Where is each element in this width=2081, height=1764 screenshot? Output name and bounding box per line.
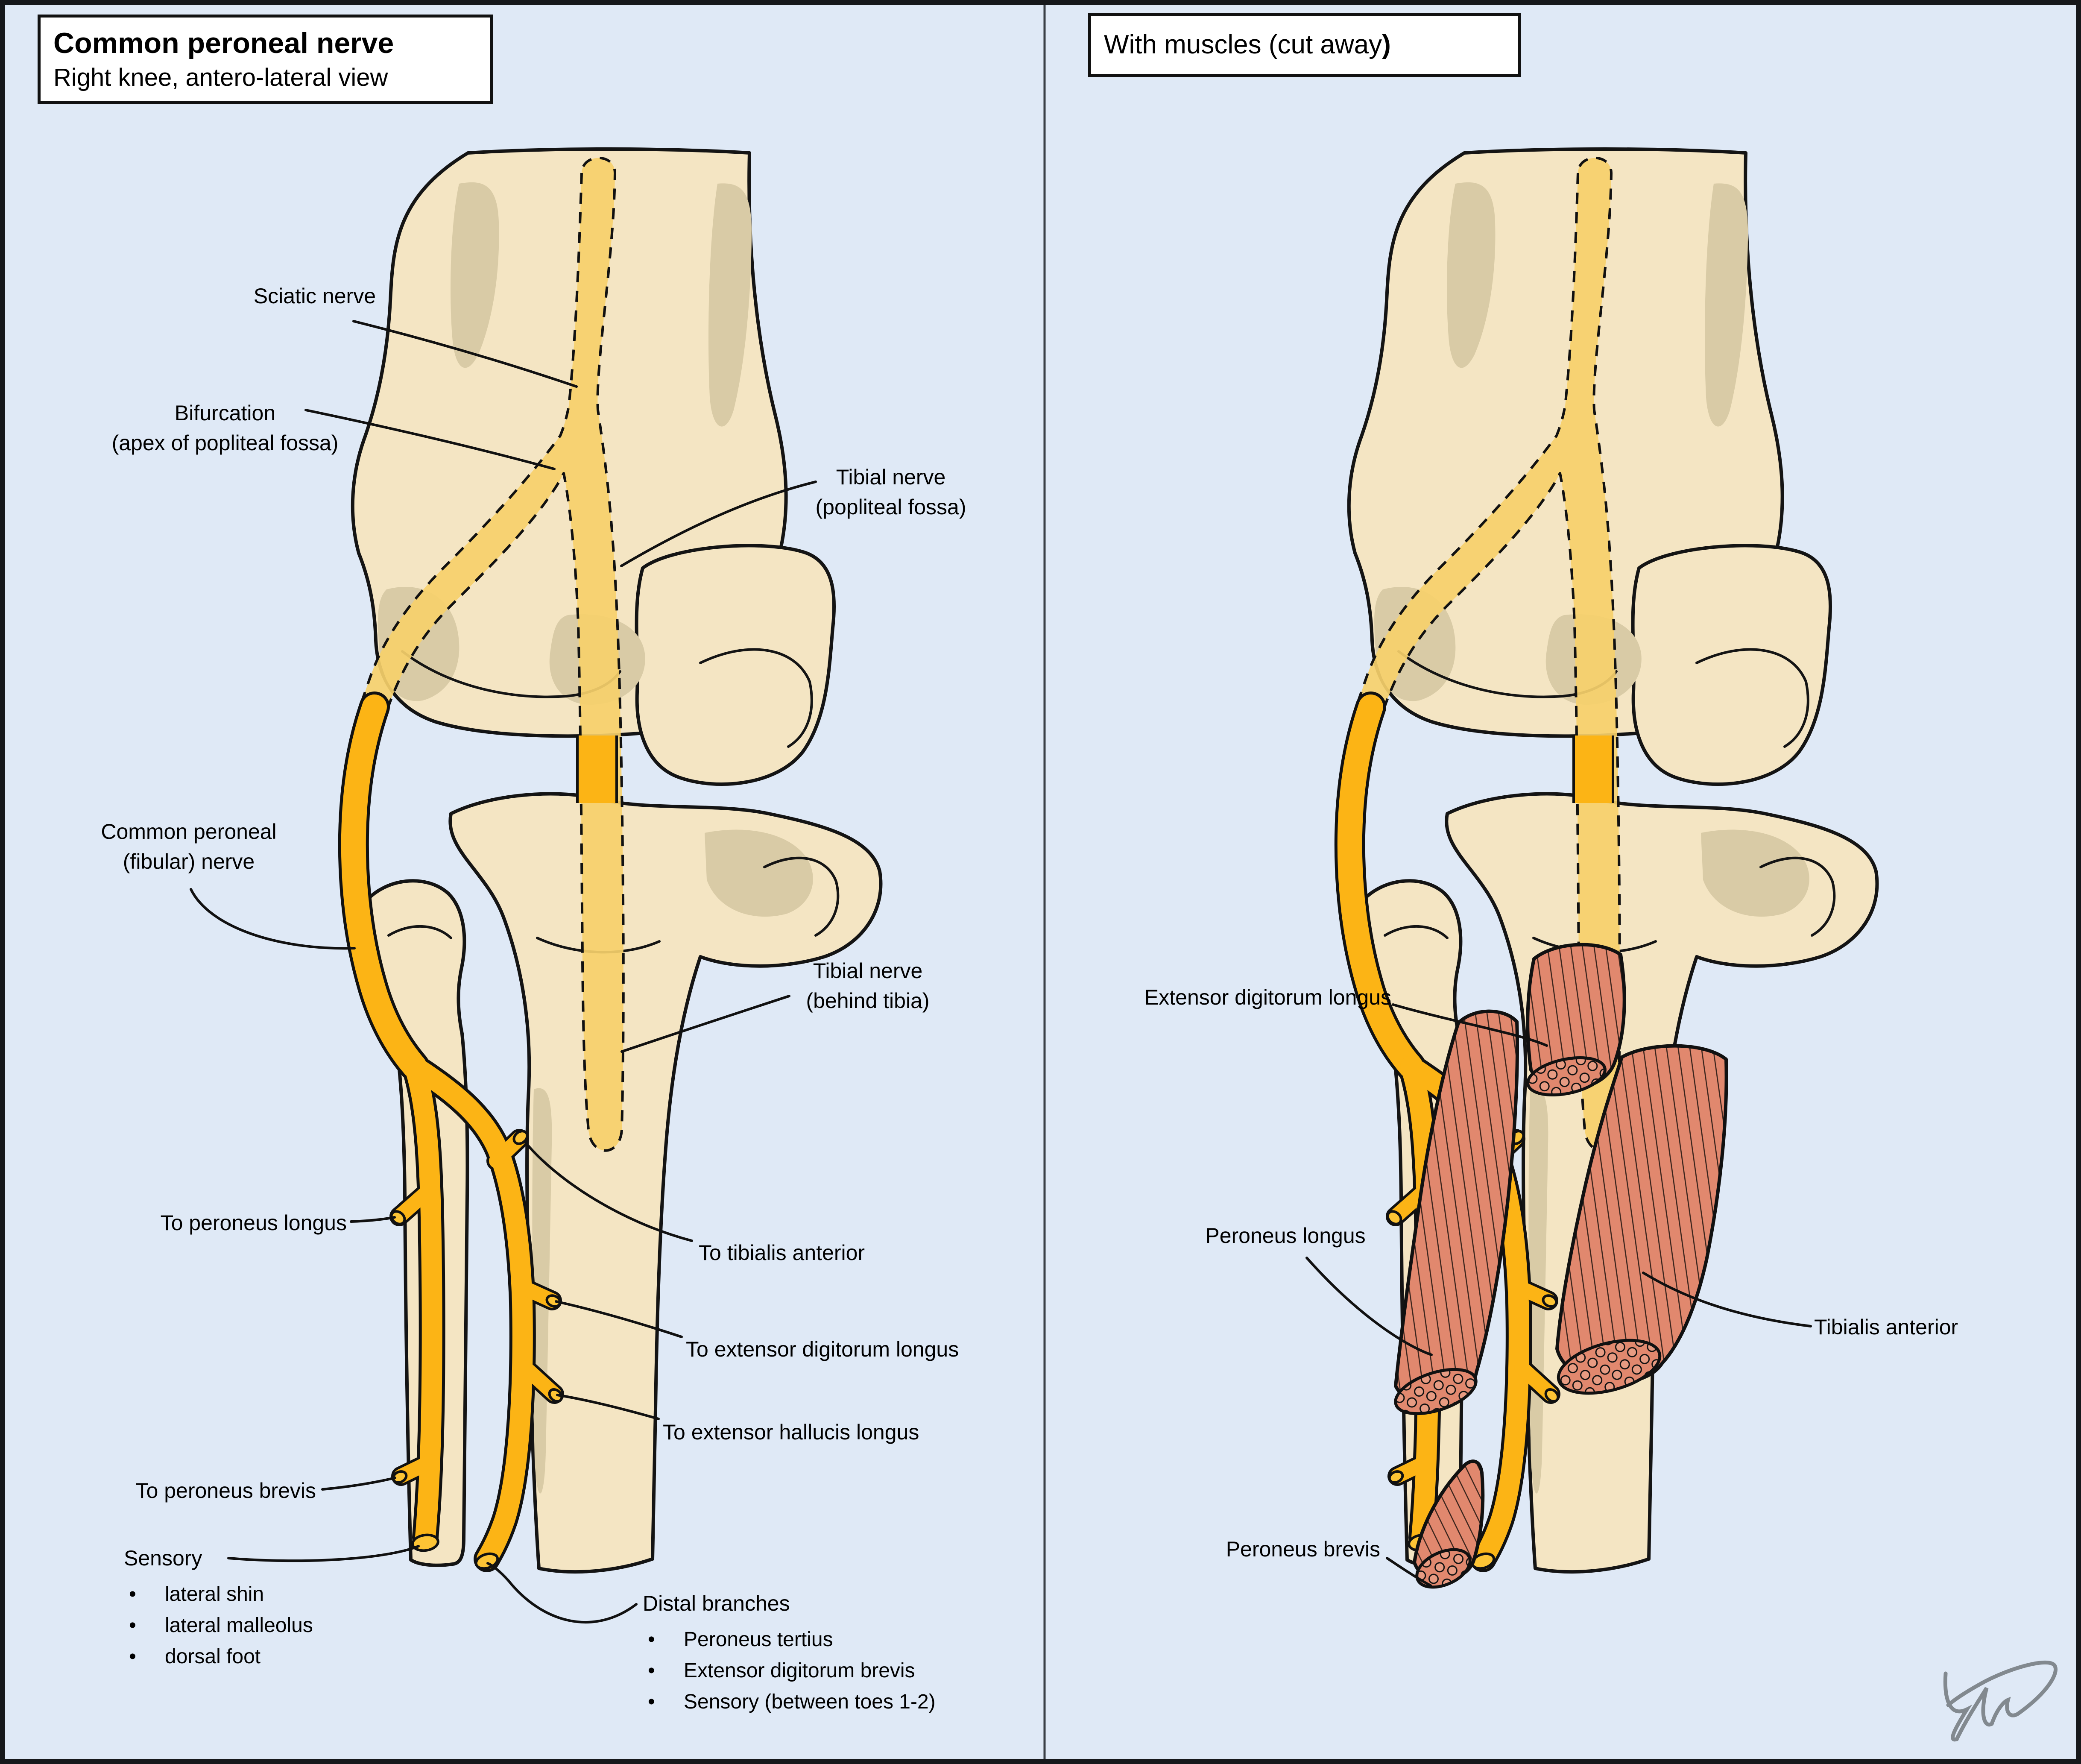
leader-tibial-behind	[620, 995, 790, 1053]
label-sciatic-nerve: Sciatic nerve	[253, 284, 376, 308]
knee-anatomy	[338, 147, 883, 1574]
distal-branches-title: Distal branches	[643, 1591, 790, 1615]
leader-to-edl	[555, 1300, 683, 1338]
distal-branches-list: Distal branches Peroneus tertius Extenso…	[643, 1590, 936, 1718]
tibia-bone	[448, 792, 883, 1574]
distal-branches-items: Peroneus tertius Extensor digitorum brev…	[643, 1624, 936, 1718]
muscles	[1394, 943, 1728, 1589]
label-peroneus-longus: Peroneus longus	[1205, 1224, 1366, 1248]
leader-to-peroneus-brevis	[321, 1477, 396, 1491]
label-bifurcation: Bifurcation (apex of popliteal fossa)	[112, 398, 339, 458]
leader-to-peroneus-longus	[350, 1216, 396, 1223]
left-panel-subtitle: Right knee, antero-lateral view	[53, 64, 388, 91]
label-to-tibialis-anterior: To tibialis anterior	[699, 1241, 865, 1265]
label-common-peroneal-line2: (fibular) nerve	[123, 850, 255, 873]
patella-bone	[635, 544, 836, 786]
leader-lines	[190, 320, 1812, 1623]
leader-peroneus-brevis-muscle	[1386, 1557, 1432, 1587]
label-tibialis-anterior: Tibialis anterior	[1814, 1315, 1958, 1339]
peroneus-longus-muscle	[1394, 1009, 1519, 1415]
leader-distal-branches	[486, 1562, 638, 1623]
label-bifurcation-line2: (apex of popliteal fossa)	[111, 431, 339, 455]
label-tibial-popliteal-line2: (popliteal fossa)	[815, 495, 966, 519]
right-panel-title-paren: )	[1382, 29, 1391, 59]
label-to-extensor-digitorum-longus: To extensor digitorum longus	[686, 1337, 959, 1361]
label-common-peroneal-line1: Common peroneal	[101, 820, 277, 844]
list-item: Sensory (between toes 1-2)	[643, 1687, 936, 1718]
leader-edl-muscle	[1392, 1003, 1548, 1047]
leader-common-peroneal	[190, 888, 356, 950]
sciatic-tibial-nerve-dashed	[361, 156, 625, 1152]
label-peroneus-brevis: Peroneus brevis	[1226, 1537, 1380, 1561]
leader-sensory	[227, 1545, 420, 1562]
label-tibial-behind-line1: Tibial nerve	[813, 959, 923, 983]
label-to-peroneus-brevis: To peroneus brevis	[135, 1479, 316, 1503]
list-item: lateral malleolus	[124, 1610, 313, 1641]
leader-peroneus-longus-muscle	[1305, 1257, 1433, 1356]
sensory-items: lateral shin lateral malleolus dorsal fo…	[124, 1579, 313, 1673]
label-tibial-popliteal-line1: Tibial nerve	[836, 465, 946, 489]
leader-bifurcation	[304, 409, 556, 470]
tibialis-anterior-muscle	[1555, 1044, 1728, 1395]
left-panel-title: Common peroneal nerve	[53, 27, 394, 59]
list-item: Extensor digitorum brevis	[643, 1656, 936, 1687]
right-panel-title-text: With muscles (cut away	[1104, 29, 1382, 59]
label-tibial-behind-line2: (behind tibia)	[806, 989, 930, 1013]
label-bifurcation-line1: Bifurcation	[174, 401, 276, 425]
label-tibial-popliteal: Tibial nerve (popliteal fossa)	[816, 462, 966, 522]
leader-to-tibialis-anterior	[523, 1140, 693, 1242]
sensory-list: Sensory lateral shin lateral malleolus d…	[124, 1544, 313, 1673]
tibial-nerve-joint-gap	[576, 735, 618, 803]
list-item: lateral shin	[124, 1579, 313, 1610]
list-item: dorsal foot	[124, 1641, 313, 1673]
leader-sciatic	[352, 320, 578, 388]
leader-tibial-popliteal	[620, 481, 817, 567]
extensor-digitorum-longus-muscle	[1526, 943, 1626, 1097]
sensory-title: Sensory	[124, 1546, 202, 1570]
label-to-peroneus-longus: To peroneus longus	[160, 1211, 347, 1235]
label-common-peroneal: Common peroneal (fibular) nerve	[101, 817, 276, 876]
artist-signature	[1943, 1660, 2058, 1742]
list-item: Peroneus tertius	[643, 1624, 936, 1656]
peroneus-brevis-muscle	[1413, 1459, 1485, 1589]
left-panel-title-box: Common peroneal nerve Right knee, antero…	[38, 15, 493, 105]
right-panel-title-box: With muscles (cut away)	[1088, 13, 1521, 77]
label-extensor-digitorum-longus: Extensor digitorum longus	[1144, 985, 1391, 1009]
label-tibial-behind: Tibial nerve (behind tibia)	[806, 956, 929, 1016]
leader-tibialis-anterior-muscle	[1642, 1272, 1812, 1327]
leader-to-ehl	[556, 1394, 660, 1420]
label-to-extensor-hallucis-longus: To extensor hallucis longus	[663, 1420, 919, 1444]
right-panel-title: With muscles (cut away)	[1104, 28, 1391, 62]
bone-detail-lines	[387, 648, 840, 954]
